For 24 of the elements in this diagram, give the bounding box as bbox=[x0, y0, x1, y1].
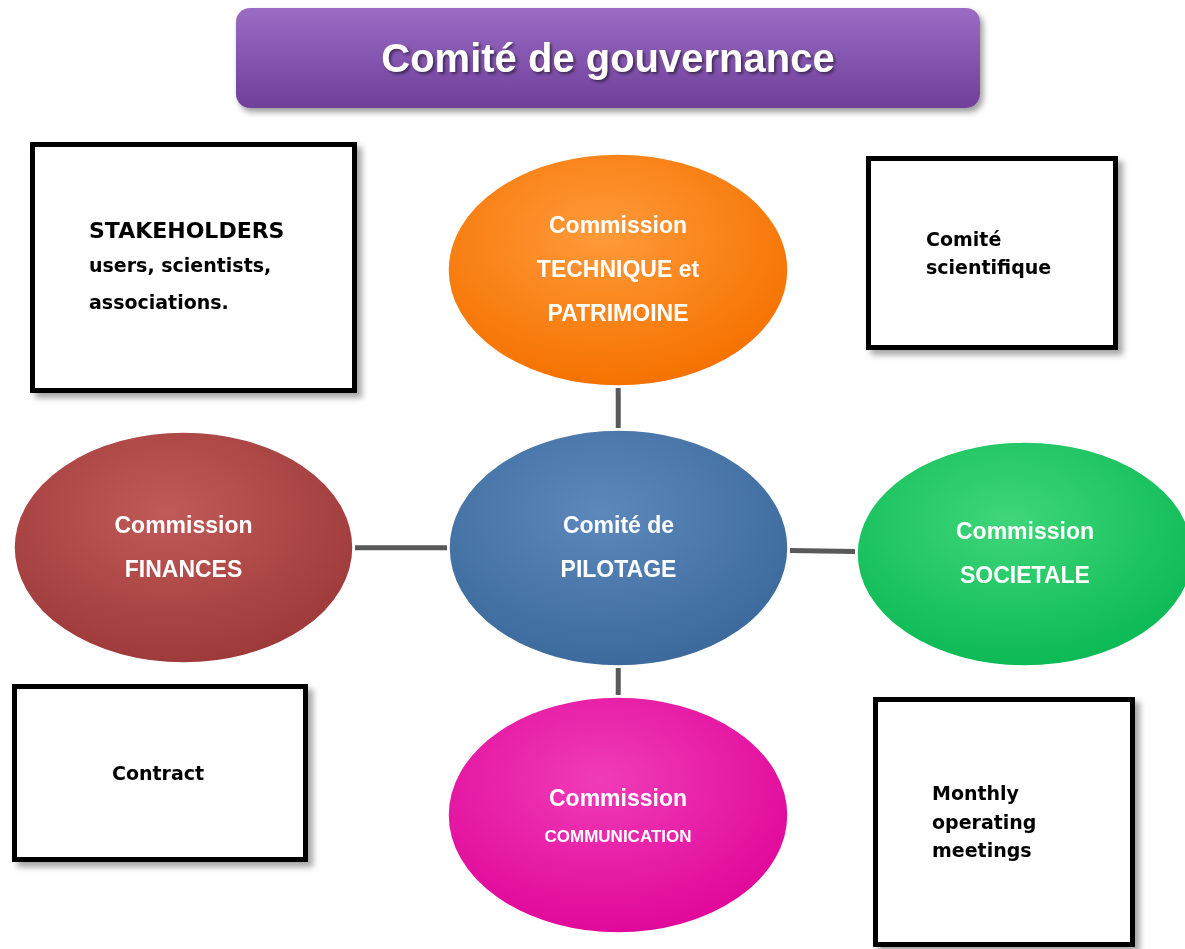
title-banner bbox=[236, 8, 980, 108]
ellipse-heading: Commission bbox=[956, 517, 1094, 547]
box-text: Contract bbox=[112, 760, 206, 786]
connector-line bbox=[615, 668, 621, 695]
ellipse-label: SOCIETALE bbox=[960, 561, 1090, 590]
connector-line bbox=[615, 388, 621, 428]
ellipse-heading: Commission bbox=[549, 784, 687, 813]
note-box bbox=[30, 142, 357, 393]
ellipse-label: Comité de PILOTAGE bbox=[559, 511, 678, 584]
ellipse-heading: Commission bbox=[549, 211, 687, 241]
note-box bbox=[873, 697, 1135, 947]
ellipse-label: COMMUNICATION bbox=[544, 825, 692, 848]
connector-line bbox=[789, 548, 856, 554]
title-text: Comité de gouvernance bbox=[381, 35, 835, 81]
ellipse-label: FINANCES bbox=[124, 554, 243, 584]
ellipse-label: TECHNIQUE et PATRIMOINE bbox=[535, 255, 701, 328]
box-text: users, scientists, associations. bbox=[89, 252, 273, 315]
note-box bbox=[12, 684, 308, 862]
box-text: Monthly operating meetings bbox=[932, 781, 1038, 864]
ellipse-heading: Commission bbox=[114, 510, 253, 540]
connector-line bbox=[355, 545, 447, 551]
note-box bbox=[866, 156, 1118, 350]
box-text: Comité scientifique bbox=[926, 226, 1053, 280]
box-heading: STAKEHOLDERS bbox=[89, 216, 286, 245]
